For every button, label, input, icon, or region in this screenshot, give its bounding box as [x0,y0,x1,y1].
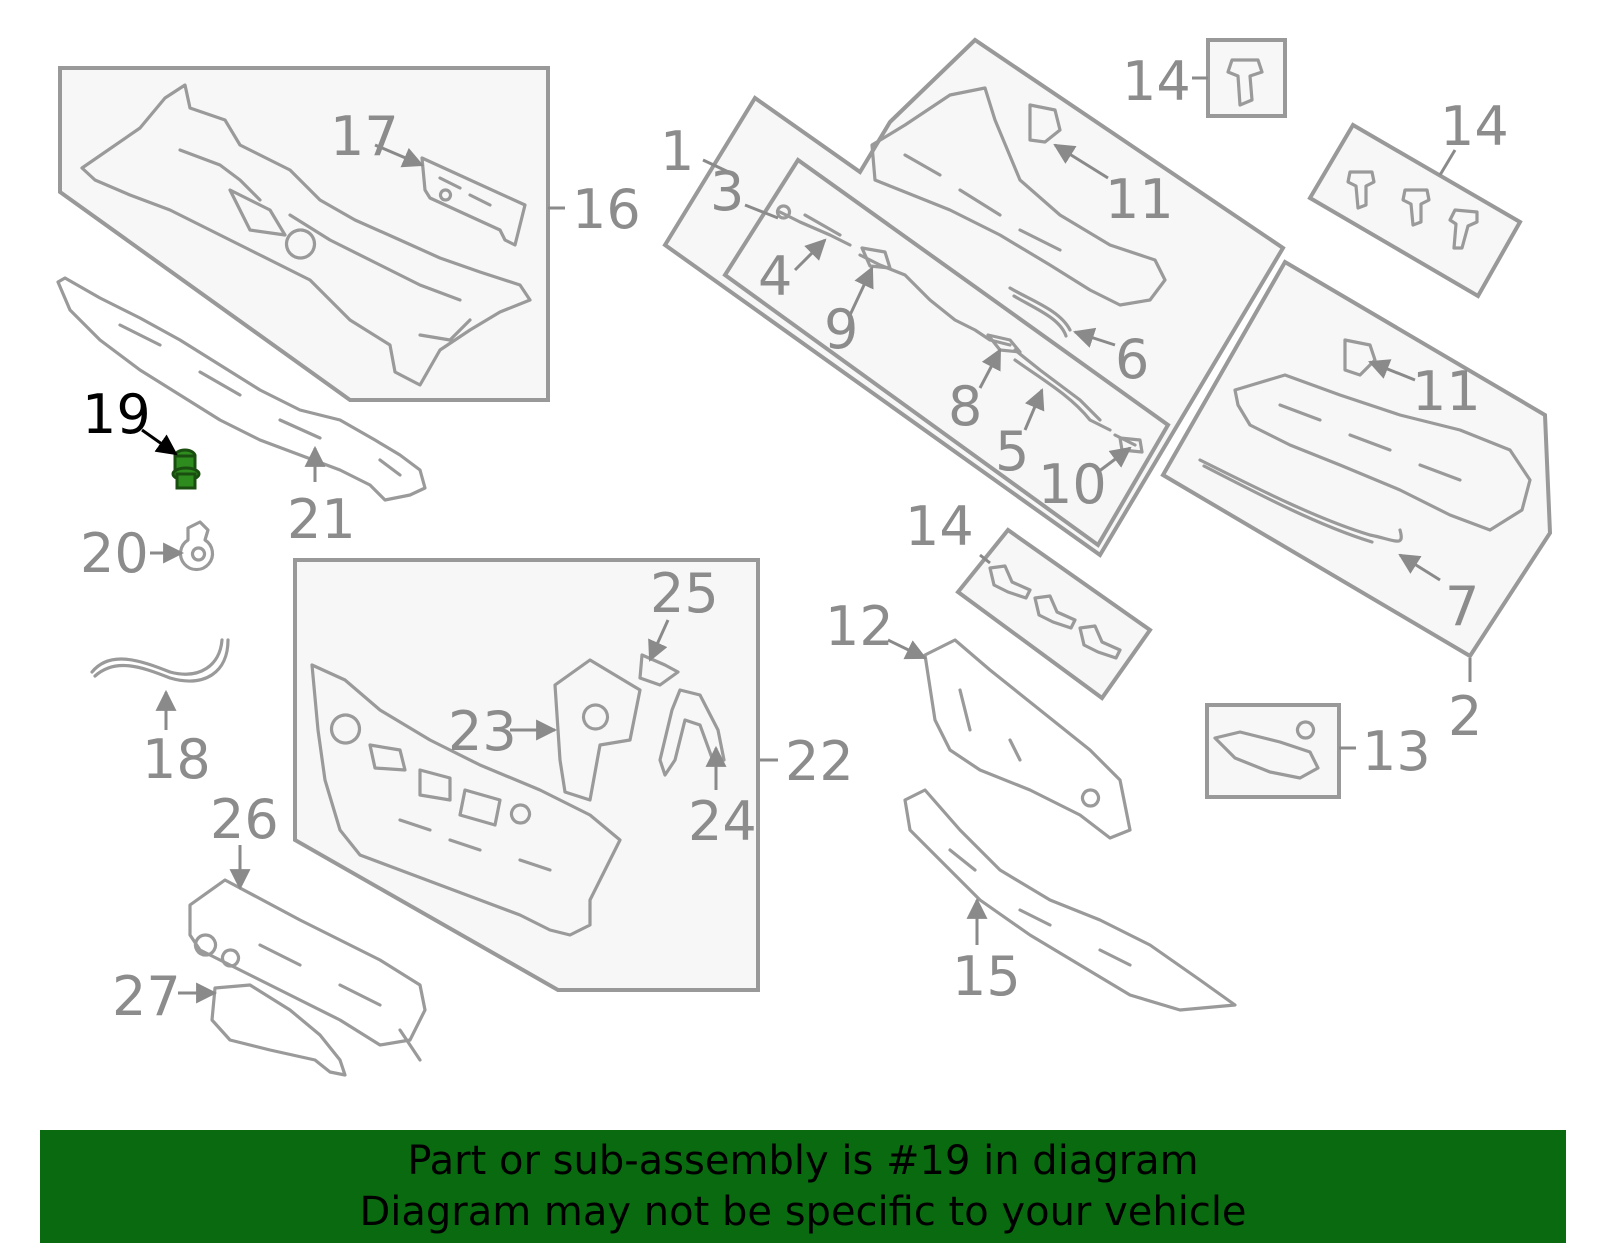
group-box-22 [293,558,778,992]
part-16-dash-panel[interactable] [80,83,532,387]
leader-8 [978,348,1002,389]
label-13: 13 [1362,720,1431,783]
label-20: 20 [80,522,149,585]
label-6: 6 [1115,328,1149,391]
group-part-20 [150,520,215,572]
part-15-cowl-extension[interactable] [903,788,1237,1012]
label-17: 17 [330,105,399,168]
part-3-linkage-assembly[interactable] [778,210,1137,447]
leader-10 [1097,446,1132,474]
part-13-bracket[interactable] [1213,720,1320,780]
leader-12 [887,638,927,660]
leader-14b [1438,149,1457,176]
leader-14c [979,553,991,565]
label-14a: 14 [1122,50,1191,113]
part-17-bracket[interactable] [420,156,527,247]
part-12-cowl-vent[interactable] [923,638,1132,840]
leader-6 [1073,327,1116,348]
group-box-14a [1192,38,1287,118]
banner-line-2: Diagram may not be specific to your vehi… [359,1189,1247,1235]
group-part-12 [887,638,1132,840]
part-21-cowl-reinforcement[interactable] [56,276,427,502]
label-5: 5 [995,420,1029,483]
part-14-clips-b[interactable] [1346,170,1479,250]
group-part-26-27 [178,845,427,1077]
group-part-19 [141,428,201,490]
part-22-dash-insulator[interactable] [310,663,622,937]
group-part-21 [56,276,427,502]
label-11b: 11 [1412,360,1481,423]
label-23: 23 [448,700,517,763]
label-24: 24 [688,790,757,853]
leader-19 [141,428,178,456]
part-25-clip[interactable] [638,653,680,687]
label-22: 22 [785,730,854,793]
part-14-clips-c[interactable] [988,564,1122,660]
label-9: 9 [824,298,858,361]
part-27-bracket[interactable] [210,983,347,1077]
part-7-hose[interactable] [1198,458,1403,544]
part-10-end[interactable] [1118,436,1144,454]
part-18-hose[interactable] [90,638,230,683]
group-box-2 [1160,259,1553,682]
label-4: 4 [758,245,792,308]
leader-25 [648,619,670,662]
group-box-14b [1307,122,1523,299]
leader-7 [1398,553,1441,582]
leader-5 [1023,388,1045,431]
part-11-cap-b[interactable] [1343,338,1377,377]
label-7: 7 [1445,575,1479,638]
callout-labels: 1 2 3 4 5 6 7 8 9 10 11 11 12 13 14 14 1… [80,50,1509,1028]
banner-line-1: Part or sub-assembly is #19 in diagram [407,1138,1199,1184]
label-27: 27 [112,965,181,1028]
part-6-hose[interactable] [1008,286,1072,338]
part-26-crossmember[interactable] [188,878,427,1062]
part-cowl-upper[interactable] [870,86,1167,307]
leader-11a [1053,143,1109,180]
leader-3 [744,203,779,220]
part-8-joint[interactable] [986,333,1022,354]
label-2: 2 [1448,685,1482,748]
group-part-18 [90,638,230,730]
label-18: 18 [142,728,211,791]
label-10: 10 [1038,453,1107,516]
part-24-brace[interactable] [658,688,726,777]
part-14-clip-a[interactable] [1226,58,1264,107]
label-3: 3 [710,160,744,223]
part-11-cap[interactable] [1028,103,1062,144]
part-4-joint[interactable] [775,204,842,237]
part-9-pivot[interactable] [860,246,892,270]
label-11a: 11 [1105,168,1174,231]
group-part-15 [903,788,1237,1012]
leader-11b [1368,359,1416,382]
group-box-14c [955,527,1153,701]
label-12: 12 [825,595,894,658]
label-14c: 14 [905,495,974,558]
label-19: 19 [82,383,151,446]
label-1: 1 [660,120,694,183]
label-25: 25 [650,562,719,625]
label-21: 21 [287,488,356,551]
group-box-16 [58,66,565,402]
label-14b: 14 [1440,95,1509,158]
group-box-1 [662,37,1286,558]
leader-17 [374,143,424,168]
group-box-13 [1205,703,1356,799]
part-20-clip[interactable] [178,520,215,572]
part-2-cowl-top[interactable] [1233,373,1532,532]
leader-1 [702,158,736,177]
part-5-rod[interactable] [1013,358,1112,432]
part-23-bracket[interactable] [553,658,642,802]
label-26: 26 [210,788,279,851]
part-19-bolt[interactable] [171,448,201,490]
label-8: 8 [948,375,982,438]
info-banner: Part or sub-assembly is #19 in diagram D… [40,1130,1566,1243]
leader-4 [793,238,827,272]
leader-9 [848,266,874,316]
label-16: 16 [572,178,641,241]
label-15: 15 [952,945,1021,1008]
